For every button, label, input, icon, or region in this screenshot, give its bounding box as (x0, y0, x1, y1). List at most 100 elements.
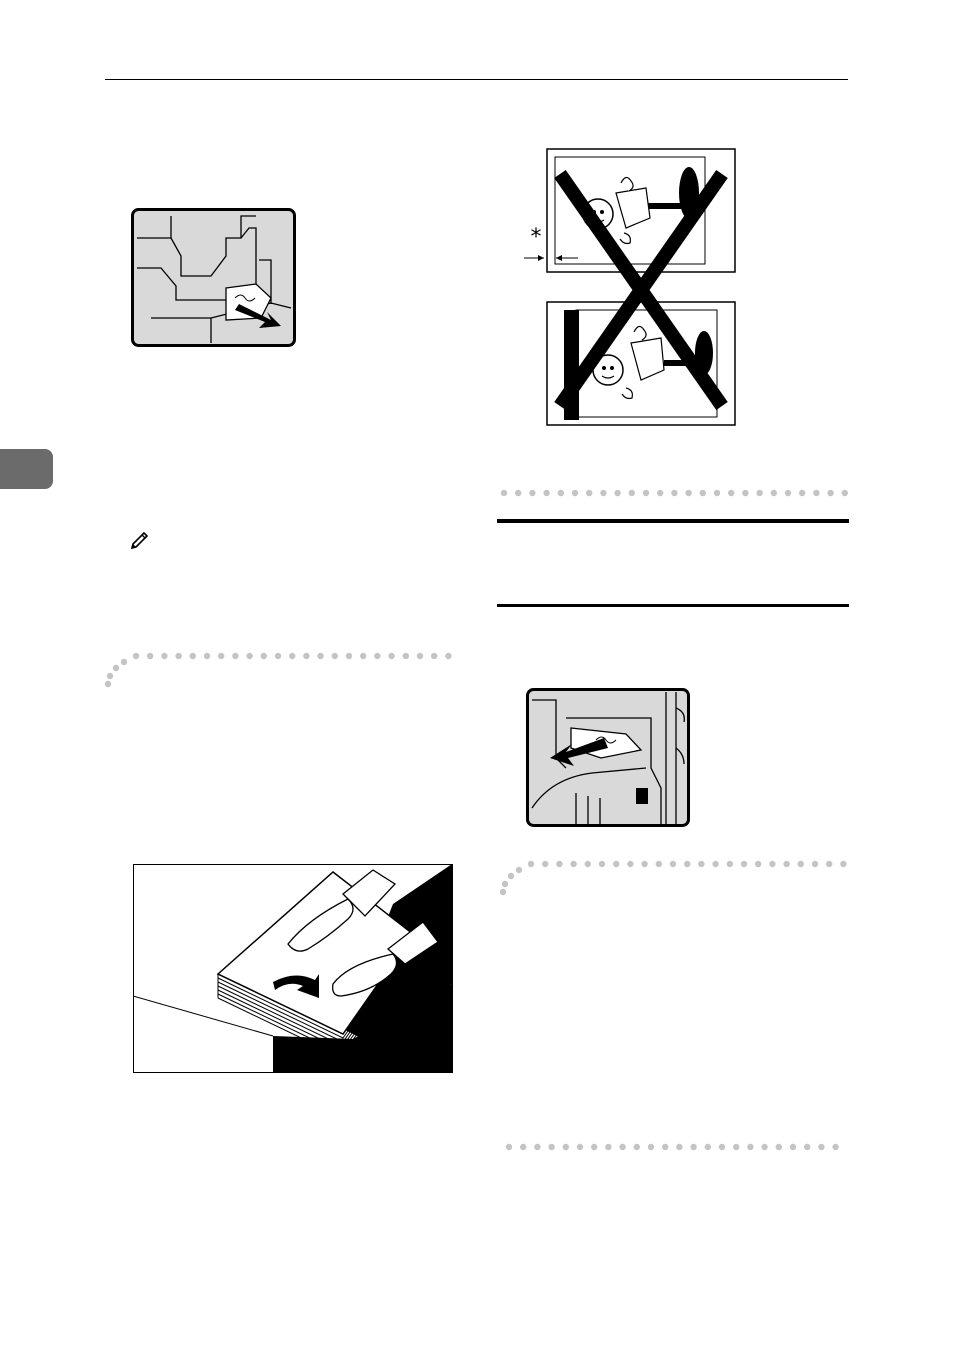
separator-dot (515, 490, 521, 496)
separator-dot (629, 490, 635, 496)
separator-dot (403, 653, 409, 659)
separator-dot (113, 665, 119, 671)
separator-dot (332, 653, 338, 659)
separator-dot (727, 861, 733, 867)
separator-dot (614, 490, 620, 496)
separator-dot (842, 490, 848, 496)
separator-dot (417, 653, 423, 659)
separator-dot (742, 490, 748, 496)
separator-dot (577, 1144, 583, 1150)
separator-dot (558, 490, 564, 496)
separator-dot (804, 1144, 810, 1150)
separator-dot (812, 861, 818, 867)
dotted-separator (500, 486, 849, 498)
separator-dot (303, 653, 309, 659)
separator-dot (656, 861, 662, 867)
chapter-tab (0, 449, 53, 489)
separator-dot (840, 861, 846, 867)
separator-dot (261, 653, 267, 659)
separator-dot (761, 1144, 767, 1150)
separator-dot (685, 490, 691, 496)
separator-dot (657, 490, 663, 496)
separator-dot (719, 1144, 725, 1150)
separator-dot (133, 653, 139, 659)
separator-dot (529, 490, 535, 496)
separator-dot (204, 653, 210, 659)
separator-dot (818, 1144, 824, 1150)
separator-dot (556, 861, 562, 867)
separator-dot (190, 653, 196, 659)
separator-dot (733, 1144, 739, 1150)
separator-dot (799, 490, 805, 496)
separator-dot (528, 861, 534, 867)
separator-dot (508, 873, 514, 879)
separator-dot (317, 653, 323, 659)
separator-dot (275, 653, 281, 659)
separator-dot (534, 1144, 540, 1150)
separator-dot (643, 490, 649, 496)
separator-dot (563, 1144, 569, 1150)
separator-dot (776, 1144, 782, 1150)
separator-dot (107, 673, 113, 679)
separator-dot (105, 681, 111, 687)
separator-dot (798, 861, 804, 867)
separator-dot (790, 1144, 796, 1150)
separator-dot (445, 653, 451, 659)
separator-dot (175, 653, 181, 659)
separator-dot (121, 659, 127, 665)
separator-dot (599, 861, 605, 867)
separator-dot (785, 490, 791, 496)
separator-dot (591, 1144, 597, 1150)
separator-dot (690, 1144, 696, 1150)
separator-dot (613, 861, 619, 867)
separator-dot (662, 1144, 668, 1150)
dotted-separator-bottom (505, 1140, 849, 1152)
section-rule-bottom (497, 604, 849, 607)
separator-dot (676, 1144, 682, 1150)
separator-dot (374, 653, 380, 659)
separator-dot (827, 490, 833, 496)
separator-dot (700, 490, 706, 496)
separator-dot (783, 861, 789, 867)
separator-dot (548, 1144, 554, 1150)
separator-dot (684, 861, 690, 867)
dotted-separator-curved-right (495, 856, 851, 898)
separator-dot (832, 1144, 838, 1150)
separator-dot (289, 653, 295, 659)
separator-dot (543, 490, 549, 496)
paper-jam-figure-right (131, 208, 296, 347)
separator-dot (542, 861, 548, 867)
separator-dot (161, 653, 167, 659)
gap-asterisk: * (526, 227, 546, 249)
separator-dot (698, 861, 704, 867)
separator-dot (813, 490, 819, 496)
separator-dot (619, 1144, 625, 1150)
separator-dot (728, 490, 734, 496)
header-rule (105, 79, 848, 80)
separator-dot (502, 881, 508, 887)
separator-dot (500, 889, 506, 895)
dotted-separator-curved (100, 648, 456, 690)
separator-dot (520, 1144, 526, 1150)
separator-dot (501, 490, 507, 496)
separator-dot (506, 1144, 512, 1150)
separator-dot (747, 1144, 753, 1150)
separator-dot (388, 653, 394, 659)
separator-dot (771, 490, 777, 496)
separator-dot (600, 490, 606, 496)
incorrect-placement-figure (546, 148, 738, 429)
separator-dot (671, 490, 677, 496)
separator-dot (570, 861, 576, 867)
separator-dot (218, 653, 224, 659)
separator-dot (641, 861, 647, 867)
separator-dot (360, 653, 366, 659)
separator-dot (648, 1144, 654, 1150)
separator-dot (346, 653, 352, 659)
separator-dot (586, 490, 592, 496)
section-rule-top (497, 519, 849, 523)
separator-dot (572, 490, 578, 496)
separator-dot (585, 861, 591, 867)
gap-marker-lines (524, 250, 584, 260)
paper-jam-figure-left (526, 688, 690, 827)
separator-dot (755, 861, 761, 867)
